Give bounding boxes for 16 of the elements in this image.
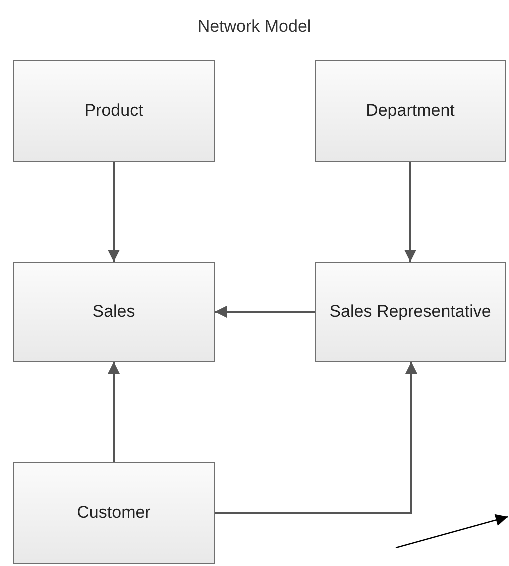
entity-box xyxy=(315,60,506,162)
arrow xyxy=(215,306,315,318)
diagram-title: Network Model xyxy=(196,17,312,37)
entity-label: Sales xyxy=(92,300,136,323)
arrow xyxy=(215,362,418,514)
arrow xyxy=(108,162,120,262)
arrow xyxy=(108,362,120,462)
arrow xyxy=(404,162,416,262)
entity-label: Customer xyxy=(77,502,151,524)
entity-label: Department xyxy=(366,100,455,122)
entity-label: Sales Representative xyxy=(330,300,492,323)
entity-box xyxy=(13,60,215,162)
entity-box xyxy=(13,262,215,362)
entity-box xyxy=(315,262,506,362)
entity-box xyxy=(13,462,215,564)
entity-label: Product xyxy=(84,100,144,122)
